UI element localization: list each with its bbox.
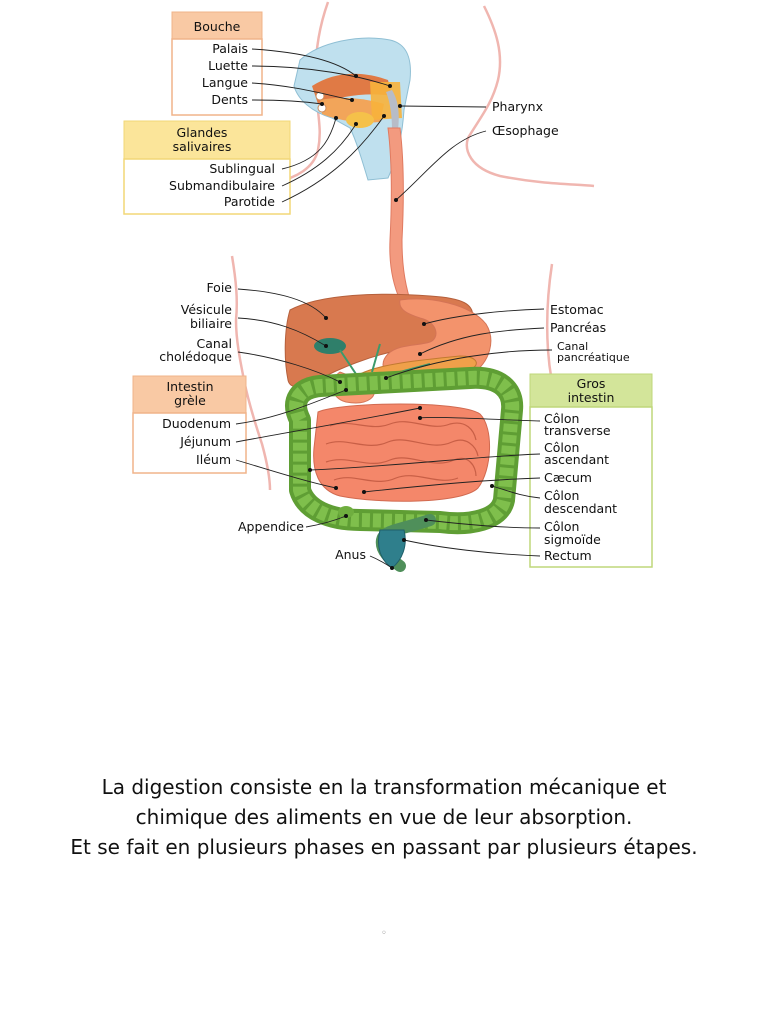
label-vesicule-1: Vésicule: [181, 302, 233, 317]
label-vesicule-2: biliaire: [190, 316, 232, 331]
caption-line-1: La digestion consiste en la transformati…: [0, 772, 768, 802]
label-dents: Dents: [211, 92, 248, 107]
small-intestine-shape: [314, 404, 490, 501]
label-sublingual: Sublingual: [209, 161, 275, 176]
label-duodenum: Duodenum: [162, 416, 231, 431]
label-canal-pancreatique-2: pancréatique: [557, 351, 630, 364]
label-estomac: Estomac: [550, 302, 604, 317]
label-anus: Anus: [335, 547, 366, 562]
label-colon-descendant-2: descendant: [544, 501, 617, 516]
footnote-mark: ◦: [0, 928, 768, 939]
label-foie: Foie: [206, 280, 232, 295]
label-langue: Langue: [202, 75, 248, 90]
gros-title-1: Gros: [577, 376, 606, 391]
label-colon-transverse-2: transverse: [544, 423, 611, 438]
box-bouche: Bouche Palais Luette Langue Dents: [172, 12, 262, 115]
label-colon-ascendant-2: ascendant: [544, 452, 609, 467]
caption: La digestion consiste en la transformati…: [0, 772, 768, 862]
label-submandibulaire: Submandibulaire: [169, 178, 275, 193]
gros-title-2: intestin: [568, 390, 615, 405]
intestin-title-2: grèle: [174, 393, 206, 408]
label-rectum: Rectum: [544, 548, 592, 563]
caption-line-3: Et se fait en plusieurs phases en passan…: [0, 832, 768, 862]
digestive-system-diagram: Bouche Palais Luette Langue Dents Glande…: [0, 0, 768, 600]
label-caecum: Cæcum: [544, 470, 592, 485]
glandes-title-1: Glandes: [177, 125, 228, 140]
caption-line-2: chimique des aliments en vue de leur abs…: [0, 802, 768, 832]
box-intestin-grele: Intestin grèle Duodenum Jéjunum Iléum: [133, 376, 246, 473]
box-glandes-salivaires: Glandes salivaires Sublingual Submandibu…: [124, 121, 290, 214]
label-jejunum: Jéjunum: [179, 434, 231, 449]
label-pancreas: Pancréas: [550, 320, 606, 335]
label-palais: Palais: [212, 41, 248, 56]
label-parotide: Parotide: [224, 194, 275, 209]
label-appendice: Appendice: [238, 519, 304, 534]
esophagus: [388, 128, 410, 300]
label-ileum: Iléum: [196, 452, 231, 467]
box-gros-intestin: Gros intestin Côlon transverse Côlon asc…: [530, 374, 652, 567]
label-canal-2: cholédoque: [159, 349, 232, 364]
bouche-title: Bouche: [194, 19, 241, 34]
intestin-title-1: Intestin: [166, 379, 213, 394]
label-oesophage: Œsophage: [492, 123, 559, 138]
label-pharynx: Pharynx: [492, 99, 543, 114]
glandes-title-2: salivaires: [173, 139, 232, 154]
label-colon-sigmoide-2: sigmoïde: [544, 532, 601, 547]
label-luette: Luette: [208, 58, 248, 73]
